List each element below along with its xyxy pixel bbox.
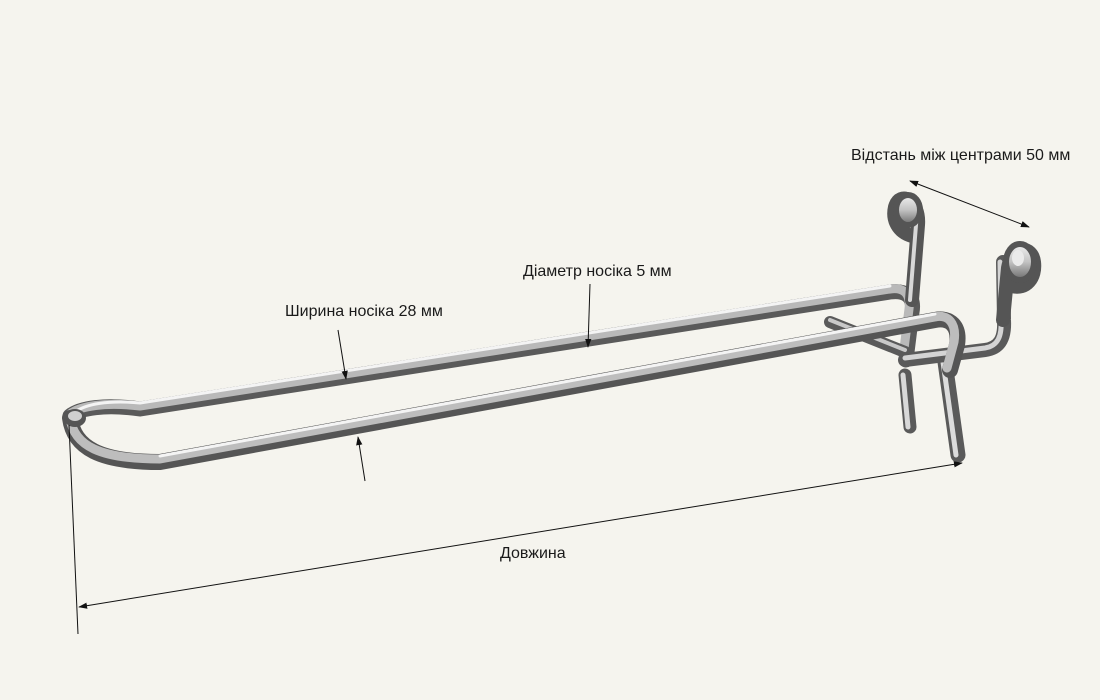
tip-width-leader-lower xyxy=(356,436,366,482)
tip-end xyxy=(64,409,86,427)
back-leg-upper xyxy=(898,368,917,434)
pegboard-hook xyxy=(62,191,1042,470)
tip-width-leader-upper xyxy=(337,329,348,380)
lower-rod xyxy=(62,311,966,470)
center-distance-label: Відстань між центрами 50 мм xyxy=(851,147,1071,164)
center-distance-dimension xyxy=(909,180,1030,228)
lower-mounting-loop xyxy=(996,241,1042,327)
dimension-lines xyxy=(68,180,1030,635)
tip-width-label: Ширина носіка 28 мм xyxy=(285,303,443,320)
length-dimension xyxy=(78,461,963,609)
back-leg-lower xyxy=(937,354,966,463)
tip-diameter-leader xyxy=(585,283,592,348)
length-label: Довжина xyxy=(500,545,566,562)
length-extension-left xyxy=(68,424,79,635)
tip-diameter-label: Діаметр носіка 5 мм xyxy=(523,263,672,280)
